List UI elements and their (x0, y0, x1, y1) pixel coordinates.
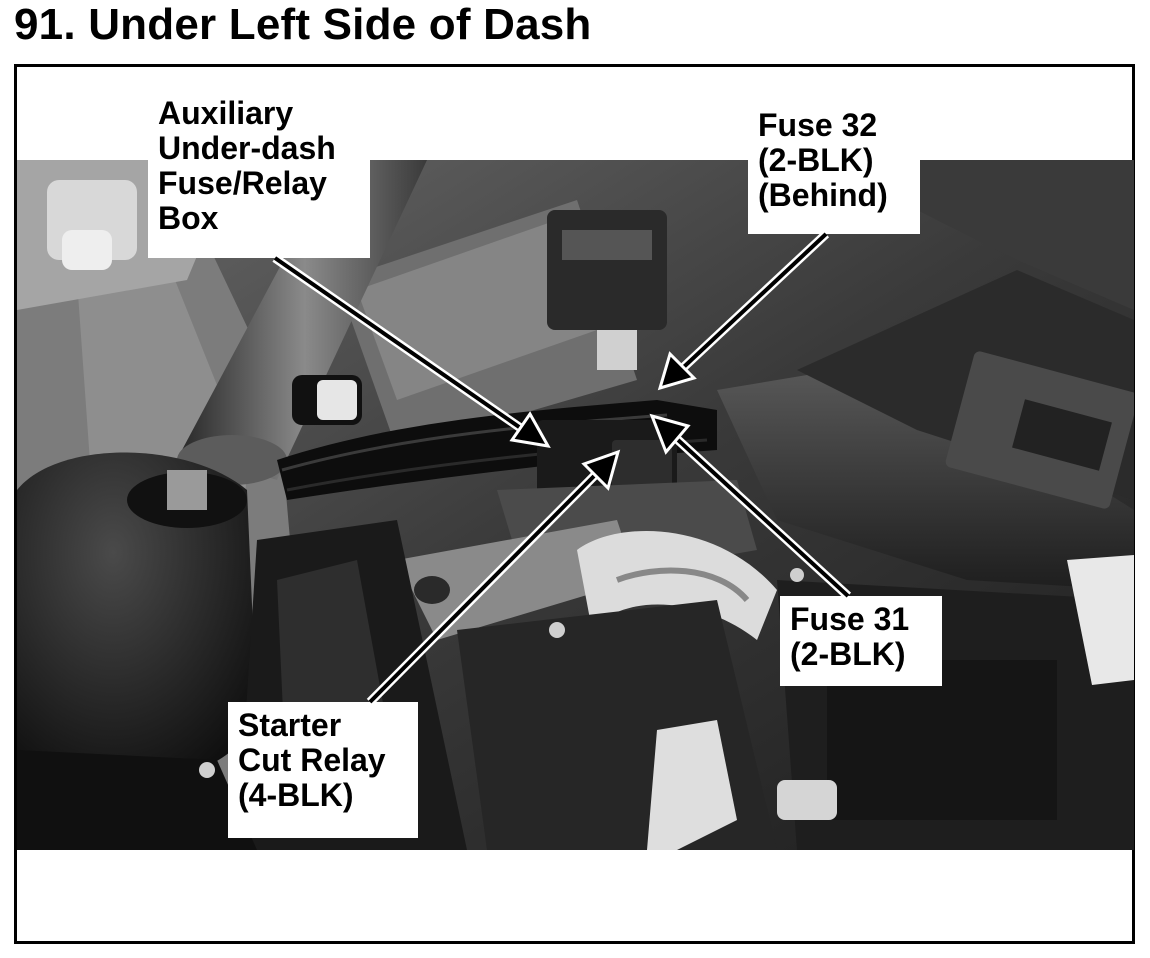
under-dash-photo (17, 160, 1134, 850)
callout-starter-cut-relay: Starter Cut Relay (4-BLK) (228, 702, 418, 838)
callout-line: (Behind) (758, 177, 888, 213)
callout-line: Fuse/Relay (158, 165, 327, 201)
callout-line: Auxiliary (158, 95, 294, 131)
callout-aux-fuse-relay-box: Auxiliary Under-dash Fuse/Relay Box (148, 90, 370, 258)
callout-line: Under-dash (158, 130, 336, 166)
callout-fuse-32: Fuse 32 (2-BLK) (Behind) (748, 102, 920, 234)
callout-line: (4-BLK) (238, 777, 354, 813)
callout-line: Starter (238, 707, 342, 743)
callout-line: (2-BLK) (790, 636, 906, 672)
callout-line: Box (158, 200, 219, 236)
page-title: 91. Under Left Side of Dash (14, 0, 592, 49)
callout-line: Fuse 32 (758, 107, 878, 143)
callout-fuse-31: Fuse 31 (2-BLK) (780, 596, 942, 686)
callout-line: (2-BLK) (758, 142, 874, 178)
callout-line: Fuse 31 (790, 601, 910, 637)
callout-line: Cut Relay (238, 742, 386, 778)
